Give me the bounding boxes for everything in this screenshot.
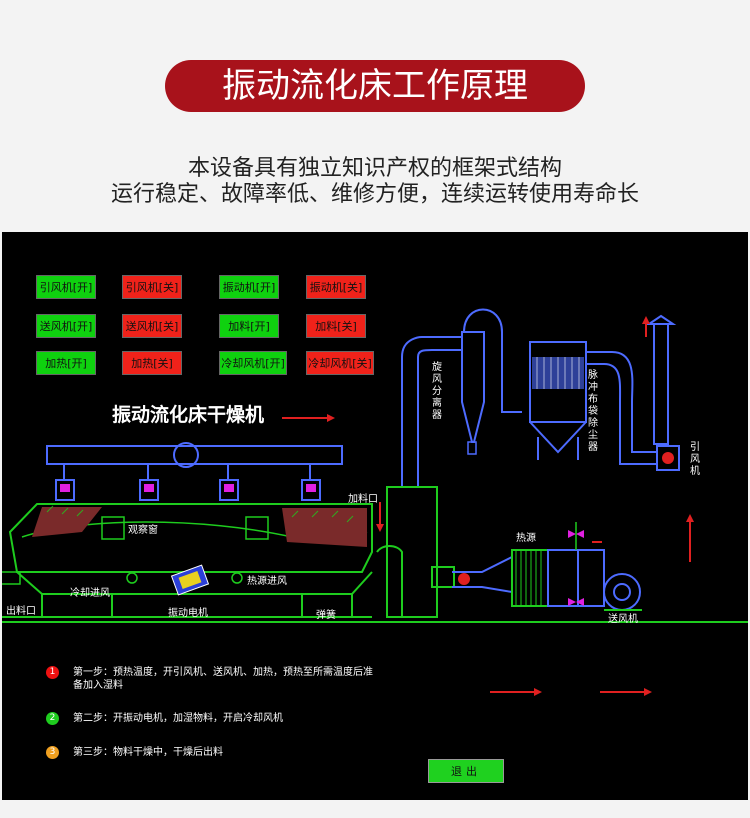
step-1: 1 第一步：预热温度，开引风机、送风机、加热，预热至所需温度后准备加入湿料	[46, 666, 373, 692]
motor-label: 振动电机	[168, 608, 208, 619]
step-1-text: 第一步：预热温度，开引风机、送风机、加热，预热至所需温度后准备加入湿料	[73, 667, 373, 691]
dryer-title: 振动流化床干燥机	[112, 404, 265, 426]
induced-fan-off-button[interactable]: 引风机[关]	[122, 275, 182, 299]
hot-inlet-label: 热源进风	[247, 576, 287, 587]
step-2-text: 第二步：开振动电机，加湿物料，开启冷却风机	[73, 713, 283, 724]
step-2: 2 第二步：开振动电机，加湿物料，开启冷却风机	[46, 712, 373, 725]
spring-label: 弹簧	[316, 610, 336, 621]
step-3: 3 第三步：物料干燥中，干燥后出料	[46, 746, 373, 759]
blower-off-button[interactable]: 送风机[关]	[122, 314, 182, 338]
subtitle-line-2: 运行稳定、故障率低、维修方便，连续运转使用寿命长	[110, 182, 639, 207]
cooling-fan-on-button[interactable]: 冷却风机[开]	[219, 351, 287, 375]
heater-off-button[interactable]: 加热[关]	[122, 351, 182, 375]
blower-label: 送风机	[608, 614, 638, 625]
step-2-marker: 2	[46, 712, 59, 725]
vibrator-off-button[interactable]: 振动机[关]	[306, 275, 366, 299]
subtitle-line-1: 本设备具有独立知识产权的框架式结构	[187, 156, 562, 181]
bag-filter-label: 脉冲布袋除尘器	[588, 370, 598, 453]
step-3-marker: 3	[46, 746, 59, 759]
outlet-label: 出料口	[6, 606, 36, 617]
dryer-schematic	[2, 308, 748, 696]
cooling-fan-off-button[interactable]: 冷却风机[关]	[306, 351, 374, 375]
feed-port-label: 加料口	[348, 494, 378, 505]
cyclone-label: 旋风分离器	[432, 362, 442, 421]
window-label: 观察窗	[128, 525, 158, 536]
cooling-inlet-label: 冷却进风	[70, 588, 110, 599]
feed-off-button[interactable]: 加料[关]	[306, 314, 366, 338]
vibrator-on-button[interactable]: 振动机[开]	[219, 275, 279, 299]
exit-button[interactable]: 退出	[428, 759, 504, 783]
page-title: 振动流化床工作原理	[165, 60, 585, 112]
heater-label: 热源	[516, 533, 536, 544]
step-1-marker: 1	[46, 666, 59, 679]
induced-fan-label: 引风机	[690, 442, 700, 477]
step-3-text: 第三步：物料干燥中，干燥后出料	[73, 747, 223, 758]
heater-on-button[interactable]: 加热[开]	[36, 351, 96, 375]
control-panel: 引风机[开] 引风机[关] 振动机[开] 振动机[关] 送风机[开] 送风机[关…	[2, 232, 748, 800]
feed-on-button[interactable]: 加料[开]	[219, 314, 279, 338]
blower-on-button[interactable]: 送风机[开]	[36, 314, 96, 338]
induced-fan-on-button[interactable]: 引风机[开]	[36, 275, 96, 299]
